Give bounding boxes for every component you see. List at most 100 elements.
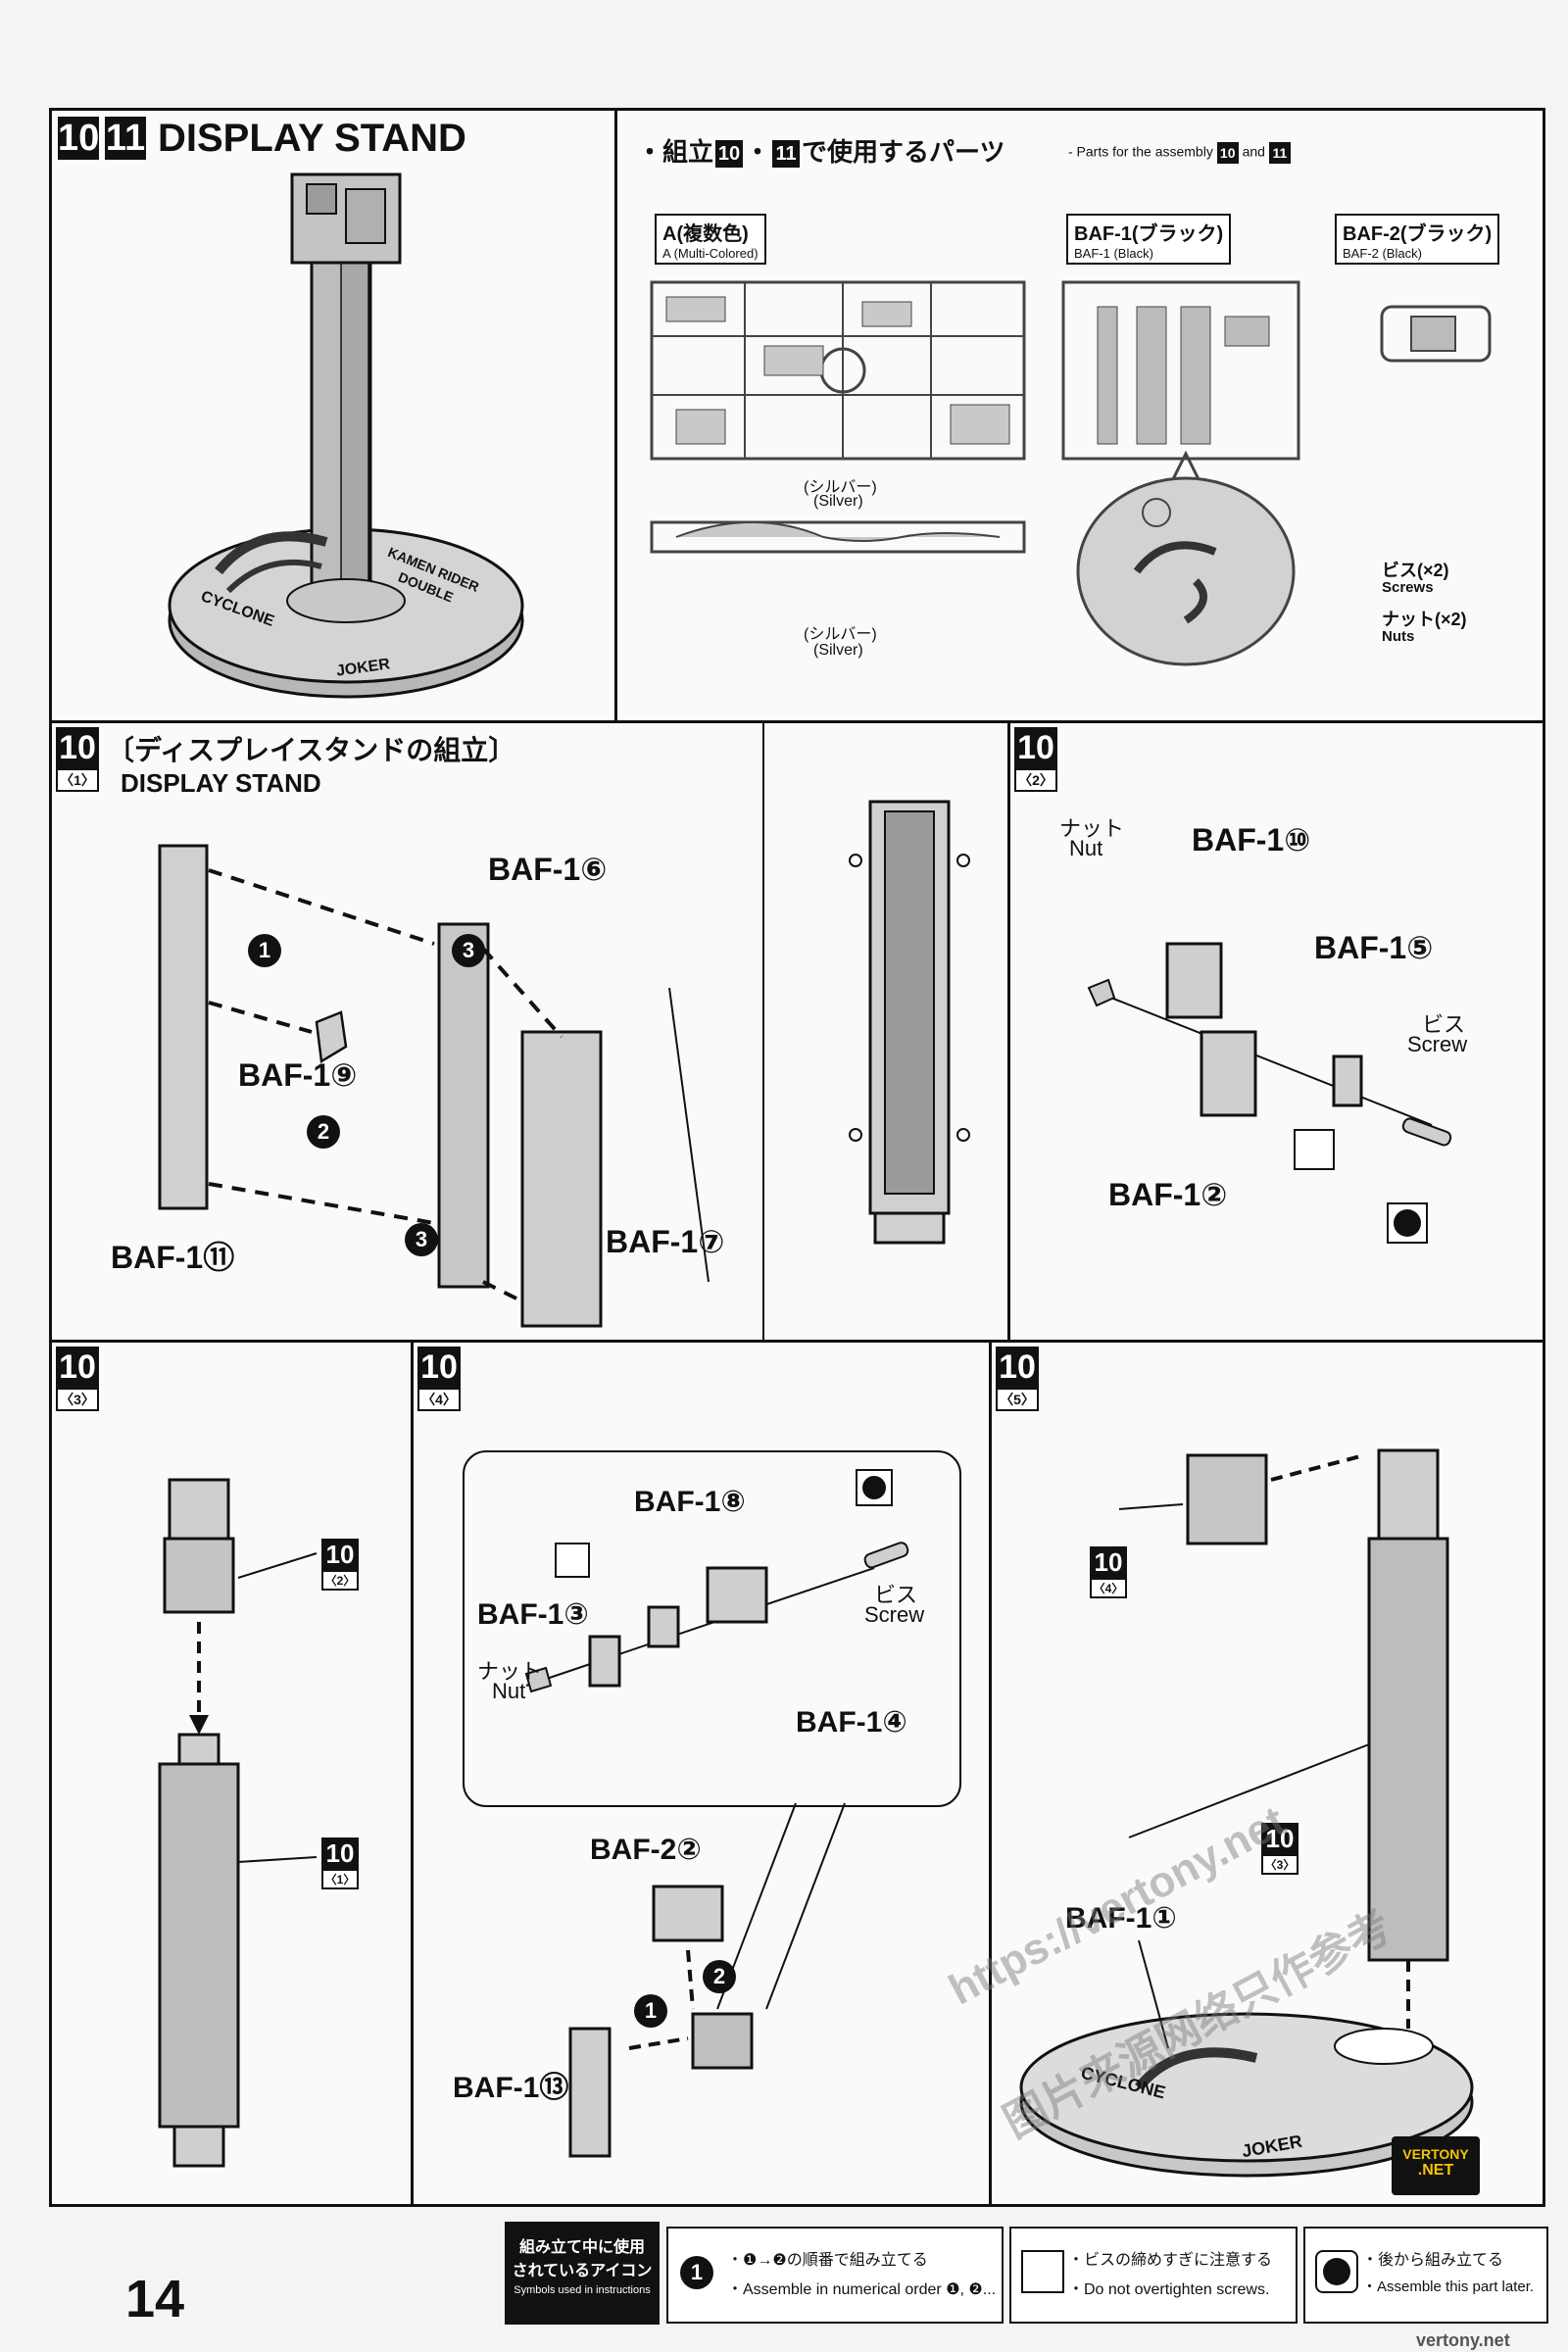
step-10-4-illustration xyxy=(524,1469,909,2158)
step-10-2-panel: 10 〈2〉 ナット Nut ビス Screw BAF-1⑩ BAF-1⑤ BA… xyxy=(1007,720,1545,1343)
step-10-3-ref-1-num: 10 xyxy=(321,1838,359,1869)
step-10-1-part-9: BAF-1⑨ xyxy=(238,1057,358,1093)
parts-title-dot: ・ xyxy=(745,137,771,167)
legend-heading-1: 組み立て中に使用 xyxy=(518,2239,645,2256)
runner-a-illustration xyxy=(650,280,1026,554)
parts-title-en-and: and xyxy=(1242,143,1265,160)
legend-item3-en: ・Assemble this part later. xyxy=(1362,2278,1535,2295)
step-10-4-arrow-1: 1 xyxy=(634,1994,667,2028)
watermark-logo-2: .NET xyxy=(1417,2162,1454,2179)
runner-a-name: A(複数色) xyxy=(662,223,749,245)
step-10-2-screw-jp: ビス xyxy=(1422,1012,1466,1037)
step-10-5-part-1: BAF-1① xyxy=(1065,1902,1177,1935)
step-10-1-part-11: BAF-1⑪ xyxy=(111,1240,235,1275)
watermark-logo: VERTONY .NET xyxy=(1392,2136,1480,2195)
legend-heading-2: されているアイコン xyxy=(512,2263,653,2279)
step-10-2-sub: 〈2〉 xyxy=(1014,768,1057,792)
step-10-1-num: 10 xyxy=(56,727,99,768)
step-10-2-part-5: BAF-1⑤ xyxy=(1314,930,1434,965)
parts-title-jp1: 組立 xyxy=(662,137,714,167)
parts-title-en-text: - Parts for the assembly xyxy=(1068,143,1213,160)
step-10-2-screw-en: Screw xyxy=(1407,1032,1468,1056)
runner-baf1-label: BAF-1(ブラック) BAF-1 (Black) xyxy=(1066,214,1232,265)
step-10-3-ref-2-num: 10 xyxy=(321,1539,359,1570)
section-title: DISPLAY STAND xyxy=(158,117,466,160)
legend-item-order: 1 ・❶→❷の順番で組み立てる ・Assemble in numerical o… xyxy=(666,2227,1004,2324)
step-10-1-arrow-1: 1 xyxy=(248,934,281,967)
step-10-5-num: 10 xyxy=(996,1347,1039,1388)
step-10-3-badge: 10 〈3〉 xyxy=(56,1347,99,1411)
step-10-2-nut-en: Nut xyxy=(1069,836,1103,860)
step-10-5-sub: 〈5〉 xyxy=(996,1388,1039,1411)
step-10-2-part-2: BAF-1② xyxy=(1108,1177,1228,1212)
runner-baf2-sub: BAF-2 (Black) xyxy=(1343,246,1422,261)
runner-baf2-label: BAF-2(ブラック) BAF-2 (Black) xyxy=(1335,214,1500,265)
step-10-4-screw-en: Screw xyxy=(864,1602,925,1627)
legend-item-later: ・後から組み立てる ・Assemble this part later. xyxy=(1303,2227,1548,2324)
parts-title-num-b: 11 xyxy=(772,140,801,169)
step-10-4-panel: 10 〈4〉 2 1 BAF-1⑧ BAF-1③ BAF-1④ BAF-2② xyxy=(411,1340,992,2207)
step-10-4-detail-box xyxy=(463,1450,961,1807)
nuts-en: Nuts xyxy=(1382,628,1415,645)
step-10-3-ref-2: 10 〈2〉 xyxy=(321,1539,359,1591)
step-10-1-illustration xyxy=(158,844,710,1328)
runner-baf1-illustration xyxy=(1061,280,1300,666)
silver-1-jp: (シルバー) xyxy=(804,479,877,496)
silver-1-en: (Silver) xyxy=(813,493,863,510)
step-10-4-arrow-2: 2 xyxy=(703,1960,736,1993)
step-10-1-part-7: BAF-1⑦ xyxy=(606,1224,725,1259)
step-badge-11: 11 xyxy=(105,117,146,160)
step-10-5-badge: 10 〈5〉 xyxy=(996,1347,1039,1411)
step-10-1-arrow-3a: 3 xyxy=(452,934,485,967)
legend-heading-en: Symbols used in instructions xyxy=(514,2284,651,2296)
step-10-1-part-6: BAF-1⑥ xyxy=(488,852,608,887)
step-10-4-part-4: BAF-1④ xyxy=(796,1706,907,1739)
step-10-5-panel: 10 〈5〉 10 〈4〉 10 〈3〉 BAF-1① CYCLONE JOK xyxy=(989,1340,1545,2207)
runner-a-label: A(複数色) A (Multi-Colored) xyxy=(655,214,766,265)
step-10-3-ref-1: 10 〈1〉 xyxy=(321,1838,359,1889)
step-10-4-part-baf2-2: BAF-2② xyxy=(590,1834,702,1866)
parts-title-en-num-a: 10 xyxy=(1216,142,1239,164)
step-10-2-badge: 10 〈2〉 xyxy=(1014,727,1057,792)
nuts-jp: ナット(×2) xyxy=(1382,610,1467,629)
parts-title-en-num-b: 11 xyxy=(1268,142,1291,164)
step-10-1-arrow-3b: 3 xyxy=(405,1223,438,1256)
step-10-2-part-10: BAF-1⑩ xyxy=(1192,822,1311,858)
step-10-1-sub: 〈1〉 xyxy=(56,768,99,792)
runner-baf2-name: BAF-2(ブラック) xyxy=(1343,223,1493,245)
legend-item1-jp: ・❶→❷の順番で組み立てる xyxy=(727,2252,928,2269)
step-10-4-num: 10 xyxy=(417,1347,461,1388)
screws-en: Screws xyxy=(1382,579,1434,596)
step-10-4-nut-en: Nut xyxy=(492,1679,526,1703)
step-10-2-illustration xyxy=(1087,942,1452,1244)
legend-screw-icon xyxy=(1021,2250,1064,2293)
step-10-5-ref-4-num: 10 xyxy=(1090,1546,1127,1578)
parts-title-jp2: で使用するパーツ xyxy=(802,137,1005,167)
step-10-1-panel: 10 〈1〉 〔ディスプレイスタンドの組立〕 DISPLAY STAND 1 2… xyxy=(49,720,1011,1343)
bullet: ・ xyxy=(637,137,663,167)
step-10-3-panel: 10 〈3〉 10 〈2〉 10 〈1〉 xyxy=(49,1340,414,2207)
runner-baf1-sub: BAF-1 (Black) xyxy=(1074,246,1153,261)
silver-2-jp: (シルバー) xyxy=(804,626,877,643)
step-10-3-ref-2-sub: 〈2〉 xyxy=(321,1570,359,1591)
step-10-4-part-13: BAF-1⑬ xyxy=(453,2072,569,2104)
step-10-5-ref-4: 10 〈4〉 xyxy=(1090,1546,1127,1598)
step-10-5-ref-3-sub: 〈3〉 xyxy=(1261,1854,1298,1875)
step-10-2-nut-jp: ナット xyxy=(1059,816,1125,841)
legend-order-icon: 1 xyxy=(680,2256,713,2289)
step-10-1-divider xyxy=(762,723,764,1340)
legend-item1-en: ・Assemble in numerical order ❶, ❷... xyxy=(727,2281,997,2298)
legend-later-icon-dot xyxy=(1323,2258,1350,2285)
step-10-1-result-illustration xyxy=(849,800,970,1245)
screws-jp: ビス(×2) xyxy=(1382,561,1449,580)
legend-item3-jp: ・後から組み立てる xyxy=(1362,2252,1504,2269)
step-10-5-ref-3: 10 〈3〉 xyxy=(1261,1823,1298,1875)
silver-2-en: (Silver) xyxy=(813,642,863,659)
step-10-3-sub: 〈3〉 xyxy=(56,1388,99,1411)
watermark-logo-1: VERTONY xyxy=(1402,2146,1469,2162)
step-10-4-badge: 10 〈4〉 xyxy=(417,1347,461,1411)
step-10-3-num: 10 xyxy=(56,1347,99,1388)
overview-panel: 10 11 DISPLAY STAND KAMEN RIDER DOUBLE C… xyxy=(49,108,617,723)
